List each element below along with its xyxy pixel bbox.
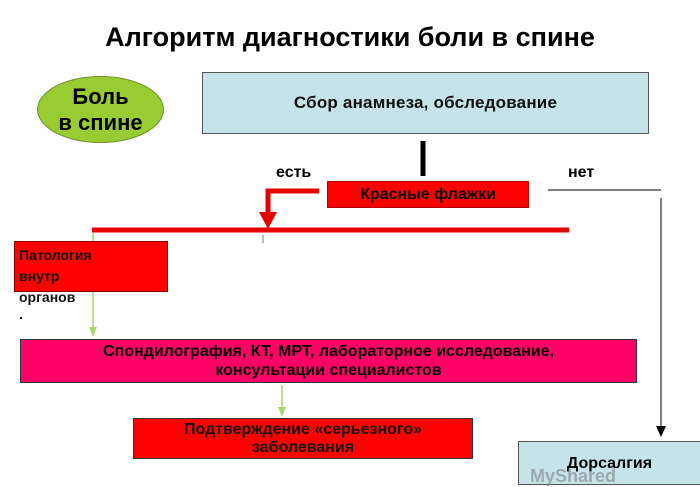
red-flags-box: Красные флажки	[327, 181, 529, 208]
green-arrowhead-2	[278, 407, 286, 417]
confirmation-line-2: заболевания	[251, 438, 355, 456]
diagram-title: Алгоритм диагностики боли в спине	[105, 22, 595, 52]
back-pain-line-2: в спине	[58, 109, 143, 135]
confirmation-line-1: Подтверждение «серьезного»	[183, 420, 423, 438]
watermark: MyShared	[530, 466, 617, 486]
green-arrowhead-1	[89, 327, 97, 337]
yes-branch-arrow	[265, 188, 319, 215]
back-pain-oval: Боль в спине	[37, 76, 164, 143]
anamnesis-box: Сбор анамнеза, обследование	[202, 72, 649, 134]
back-pain-line-1: Боль	[72, 83, 129, 109]
imaging-box: Спондилография, КТ, МРТ, лабораторное ис…	[20, 339, 637, 383]
internal-pathology-box	[14, 241, 168, 292]
no-branch-arrowhead	[656, 426, 666, 437]
yes-branch-arrowhead	[259, 212, 277, 229]
pathology-line-4: .	[19, 306, 23, 322]
confirmation-box: Подтверждение «серьезного» заболевания	[133, 418, 473, 459]
imaging-line-1: Спондилография, КТ, МРТ, лабораторное ис…	[103, 343, 554, 360]
pathology-line-3: органов	[19, 289, 76, 305]
pathology-line-1: Патология	[19, 247, 92, 263]
yes-label: есть	[276, 164, 312, 181]
internal-pathology-text: Патология внутр органов .	[19, 245, 159, 322]
pathology-line-2: внутр	[19, 268, 60, 284]
imaging-line-2: консультации специалистов	[215, 362, 442, 379]
no-label: нет	[568, 164, 595, 181]
